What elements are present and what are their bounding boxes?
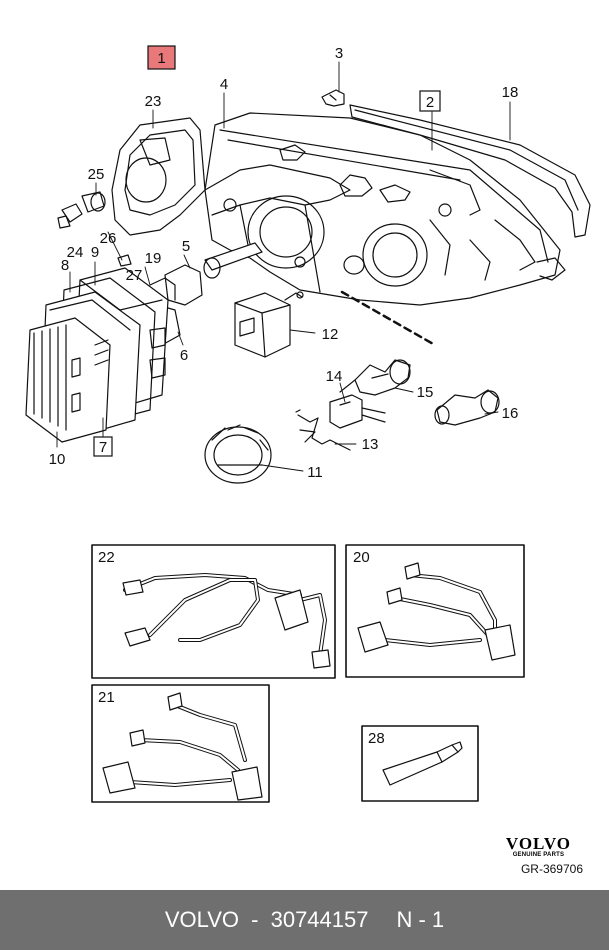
callout-7: 7 [99, 439, 107, 456]
main-item-highlight [147, 45, 176, 70]
callout-6: 6 [180, 347, 188, 364]
callout-13: 13 [362, 436, 379, 453]
brand-block: VOLVO GENUINE PARTS [506, 835, 571, 858]
panel-21-label: 21 [98, 689, 115, 706]
callout-23: 23 [145, 93, 162, 110]
actuator-12 [234, 291, 304, 358]
footer-part-number: 30744157 [270, 907, 369, 932]
exploded-parts-diagram: 1 3 23 4 2 18 25 26 24 9 5 8 19 27 12 6 … [25, 45, 591, 803]
footer-make-text: VOLVO [164, 907, 240, 932]
genuine-parts-label: GENUINE PARTS [512, 852, 565, 858]
panel-22-label: 22 [98, 549, 115, 566]
callout-24: 24 [67, 244, 84, 261]
callout-labels: 1 3 23 4 2 18 25 26 24 9 5 8 19 27 12 6 … [49, 45, 519, 747]
spring-clip-13 [295, 409, 351, 451]
callout-10: 10 [49, 451, 66, 468]
callout-7-box [93, 436, 113, 457]
bulb-16 [434, 389, 500, 426]
bulb-25 [57, 191, 106, 229]
callout-8: 8 [61, 257, 69, 274]
callout-2-box [419, 90, 441, 112]
callout-18: 18 [502, 84, 519, 101]
footer-make: VOLVO - 30744157 [165, 907, 369, 933]
callout-9: 9 [91, 244, 99, 261]
dashed-guide-line [340, 290, 437, 347]
panel-20 [345, 544, 525, 678]
leader-lines [56, 61, 511, 472]
connector-14 [329, 394, 386, 429]
panel-28 [361, 725, 479, 802]
ballast-assembly [25, 267, 169, 443]
callout-2: 2 [426, 94, 434, 111]
callout-19: 19 [145, 250, 162, 267]
headlamp-housing [204, 112, 566, 306]
cover-cap-11 [204, 424, 272, 484]
callout-11: 11 [307, 464, 323, 481]
footer-bar: VOLVO - 30744157 N - 1 [0, 890, 609, 950]
panel-28-label: 28 [368, 730, 385, 747]
panel-22 [91, 544, 336, 679]
footer-separator: - [251, 907, 259, 932]
bulb-15 [339, 359, 411, 396]
trim-strip [349, 104, 591, 238]
callout-27: 27 [126, 267, 143, 284]
callout-4: 4 [220, 76, 228, 93]
panel-21 [91, 684, 270, 803]
volvo-logo: VOLVO [505, 834, 571, 853]
callout-15: 15 [417, 384, 434, 401]
callout-1: 1 [157, 50, 165, 67]
callout-3: 3 [335, 45, 343, 62]
panel-20-label: 20 [353, 549, 370, 566]
rear-cover [111, 117, 206, 236]
callout-14: 14 [326, 368, 343, 385]
callout-12: 12 [322, 326, 339, 343]
drawing-number: GR-369706 [520, 862, 583, 876]
clip-part [321, 89, 345, 107]
callout-5: 5 [182, 238, 190, 255]
callout-25: 25 [88, 166, 105, 183]
callout-16: 16 [502, 405, 519, 422]
footer-position: N - 1 [396, 907, 445, 932]
callout-26: 26 [100, 230, 117, 247]
